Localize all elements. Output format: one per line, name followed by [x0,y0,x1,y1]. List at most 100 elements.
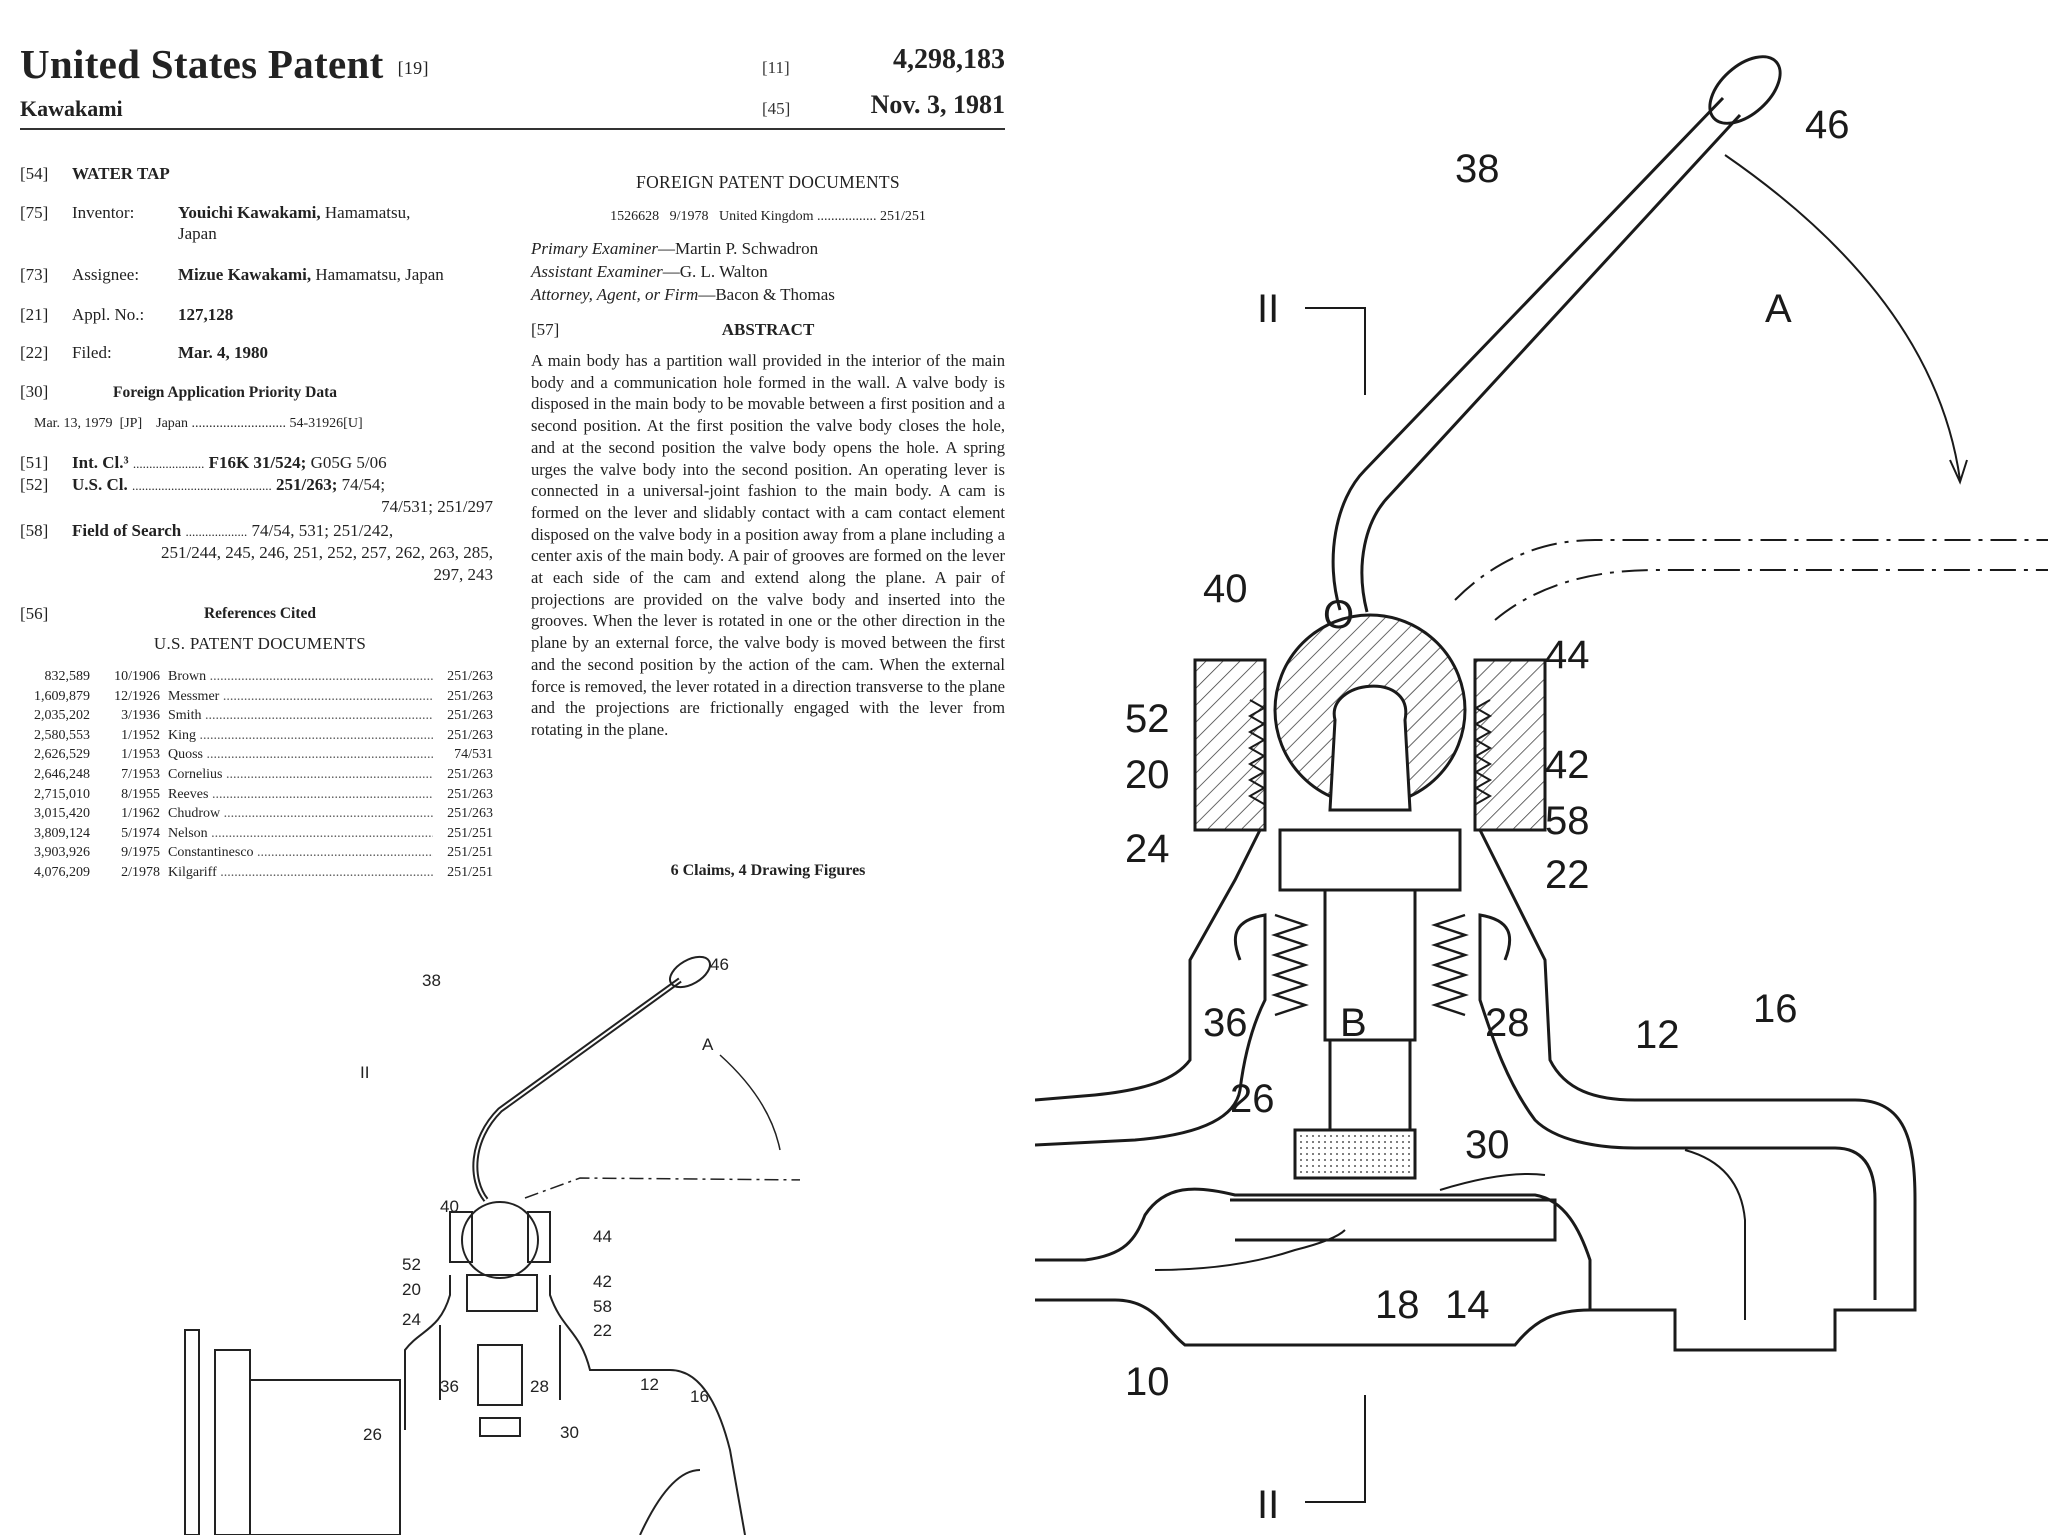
application-number-field: [21]Appl. No.:127,128 [20,304,500,325]
label-B: B [1340,1001,1367,1045]
title-tag: [19] [398,58,429,78]
reference-no: 2,035,202 [20,706,90,726]
label-46: 46 [1805,103,1850,147]
reference-no: 2,715,010 [20,785,90,805]
abstract-text: A main body has a partition wall provide… [531,350,1005,741]
reference-cls: 251/263 [433,804,493,824]
filed-field: [22]Filed:Mar. 4, 1980 [20,342,500,363]
reference-row: 832,58910/1906Brown251/263 [20,667,493,687]
small-label-46: 46 [710,955,729,974]
reference-date: 10/1906 [90,667,168,687]
small-label-A: A [702,1035,714,1054]
reference-row: 4,076,2092/1978Kilgariff251/251 [20,863,493,883]
invention-title: WATER TAP [72,164,170,183]
label-22: 22 [1545,853,1590,897]
assignee-name: Mizue Kawakami, [178,265,311,284]
section-drawing: 46 38 A II 40 O 44 52 42 20 58 24 22 36 … [1035,0,2048,1535]
reference-no: 2,580,553 [20,726,90,746]
small-label-28: 28 [530,1377,549,1396]
small-label-26: 26 [363,1425,382,1444]
reference-name: Reeves [168,785,433,805]
primary-examiner: Primary Examiner—Martin P. Schwadron [531,238,1011,259]
label-II-top: II [1257,287,1279,331]
abstract-heading: ABSTRACT [531,319,1005,340]
field-of-search: [58]Field of Search ................... … [20,520,500,542]
us-cl-field: [52]U.S. Cl. ...........................… [20,474,500,496]
label-52: 52 [1125,697,1170,741]
reference-name: Brown [168,667,433,687]
reference-no: 832,589 [20,667,90,687]
reference-date: 7/1953 [90,765,168,785]
reference-no: 2,626,529 [20,745,90,765]
small-label-12: 12 [640,1375,659,1394]
small-label-52: 52 [402,1255,421,1274]
small-label-30: 30 [560,1423,579,1442]
reference-row: 1,609,87912/1926Messmer251/263 [20,687,493,707]
reference-name: Constantinesco [168,843,433,863]
label-12: 12 [1635,1013,1680,1057]
small-label-16: 16 [690,1387,709,1406]
header-rule [20,128,1005,130]
small-label-20: 20 [402,1280,421,1299]
inventor-surname: Kawakami [20,96,123,122]
claims-count: 6 Claims, 4 Drawing Figures [531,862,1005,880]
label-28: 28 [1485,1001,1530,1045]
patent-date: Nov. 3, 1981 [830,90,1005,120]
reference-date: 5/1974 [90,824,168,844]
label-14: 14 [1445,1283,1490,1327]
label-16: 16 [1753,987,1798,1031]
inventor-field: [75]Inventor:Youichi Kawakami, Hamamatsu… [20,202,500,244]
small-label-36: 36 [440,1377,459,1396]
label-18: 18 [1375,1283,1420,1327]
reference-no: 2,646,248 [20,765,90,785]
priority-entry: Mar. 13, 1979 [JP] Japan ...............… [34,414,494,434]
reference-row: 3,903,9269/1975Constantinesco251/251 [20,843,493,863]
reference-cls: 251/263 [433,667,493,687]
patent-number-tag: [11] [762,58,790,78]
reference-row: 2,580,5531/1952King251/263 [20,726,493,746]
reference-row: 2,646,2487/1953Cornelius251/263 [20,765,493,785]
front-page-drawing: 46 38 A II 40 44 52 20 42 58 24 22 36 28… [170,950,800,1535]
patent-title-text: United States Patent [20,41,384,87]
label-58: 58 [1545,799,1590,843]
reference-date: 12/1926 [90,687,168,707]
priority-field: [30]Foreign Application Priority Data [20,381,500,403]
assistant-examiner: Assistant Examiner—G. L. Walton [531,261,1011,282]
reference-date: 1/1962 [90,804,168,824]
us-cl-line2: 74/531; 251/297 [20,496,493,517]
reference-cls: 251/263 [433,706,493,726]
reference-cls: 251/263 [433,687,493,707]
small-label-38: 38 [422,971,441,990]
label-II-bottom: II [1257,1483,1279,1527]
field-of-search-line3: 297, 243 [20,564,493,585]
reference-row: 3,809,1245/1974Nelson251/251 [20,824,493,844]
reference-name: Chudrow [168,804,433,824]
inventor-name: Youichi Kawakami, [178,203,321,222]
reference-row: 3,015,4201/1962Chudrow251/263 [20,804,493,824]
title-field: [54]WATER TAP [20,163,500,184]
reference-date: 2/1978 [90,863,168,883]
patent-number: 4,298,183 [830,44,1005,76]
label-20: 20 [1125,753,1170,797]
us-documents-heading: U.S. PATENT DOCUMENTS [20,634,500,654]
reference-date: 8/1955 [90,785,168,805]
date-tag: [45] [762,99,790,119]
label-26: 26 [1230,1077,1275,1121]
reference-cls: 74/531 [433,745,493,765]
label-44: 44 [1545,633,1590,677]
label-A: A [1765,287,1792,331]
references-heading: References Cited [20,603,500,624]
reference-name: Messmer [168,687,433,707]
reference-name: Cornelius [168,765,433,785]
label-36: 36 [1203,1001,1248,1045]
attorney: Attorney, Agent, or Firm—Bacon & Thomas [531,284,1011,305]
patent-office-title: United States Patent [19] [20,40,429,88]
reference-no: 3,903,926 [20,843,90,863]
reference-cls: 251/251 [433,843,493,863]
reference-no: 4,076,209 [20,863,90,883]
reference-row: 2,035,2023/1936Smith251/263 [20,706,493,726]
reference-cls: 251/251 [433,824,493,844]
reference-cls: 251/251 [433,863,493,883]
label-40: 40 [1203,567,1248,611]
small-label-22: 22 [593,1321,612,1340]
